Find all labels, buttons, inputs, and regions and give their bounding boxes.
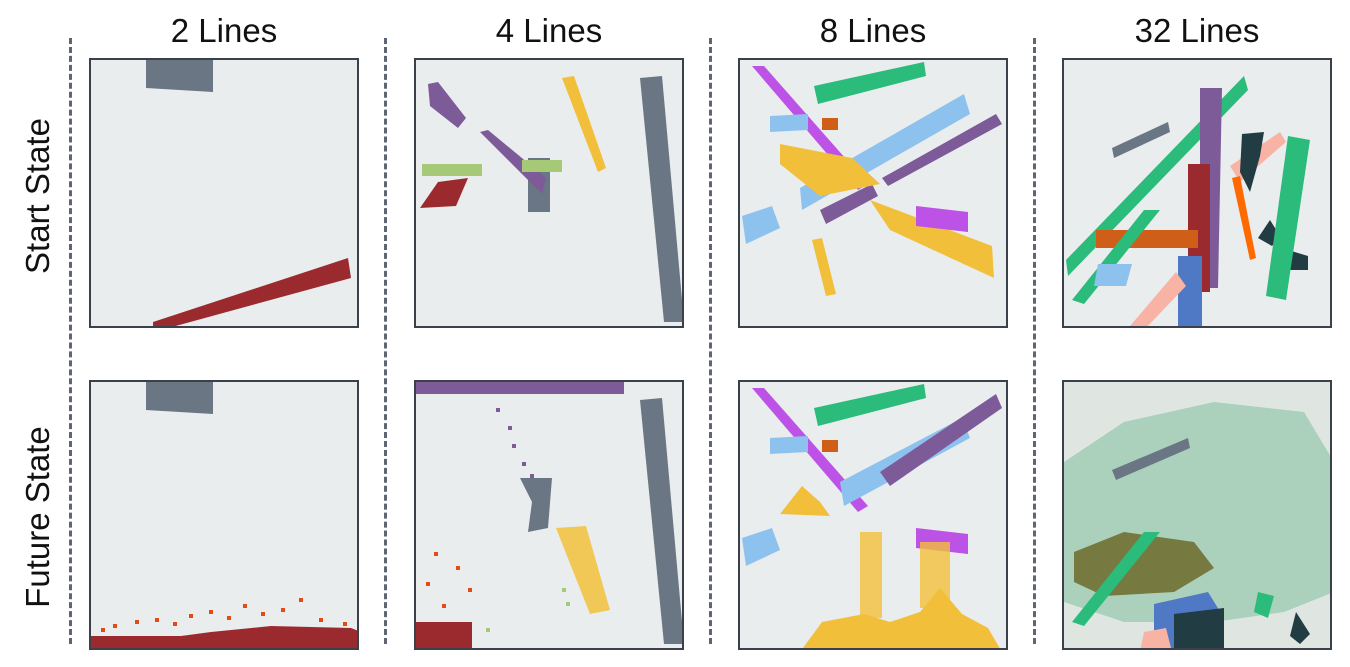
panel-8-lines-future — [738, 380, 1008, 650]
orange-block — [822, 440, 838, 452]
red-shape — [420, 178, 468, 208]
purple-particles — [496, 408, 534, 478]
light-blue-left — [742, 206, 780, 244]
row-label-future-state: Future State — [19, 426, 56, 608]
orange-thin-line — [1232, 176, 1256, 260]
yellow-mound-left — [780, 486, 830, 516]
panel-32-lines-future — [1062, 380, 1332, 650]
salmon-settled — [1140, 628, 1171, 648]
separator-4 — [1033, 38, 1036, 644]
green-line-left — [422, 164, 482, 176]
panel-4-lines-start — [414, 58, 684, 328]
green-line-right — [522, 160, 562, 172]
orange-bar — [1096, 230, 1198, 248]
gray-line-right — [640, 398, 682, 644]
green-block-right — [1254, 592, 1274, 618]
dark-teal-shape-1 — [1240, 132, 1264, 192]
yellow-column-1 — [860, 532, 882, 618]
panel-8-lines-start — [738, 58, 1008, 328]
light-blue-line-top — [770, 436, 808, 454]
separator-2 — [384, 38, 387, 644]
gray-line — [1112, 122, 1170, 158]
yellow-line-long — [870, 200, 994, 278]
panel-32-lines-start — [1062, 58, 1332, 328]
yellow-line-main — [780, 144, 880, 196]
purple-line-small — [428, 82, 466, 128]
row-label-start-state: Start State — [19, 118, 56, 274]
panel-2-lines-future — [89, 380, 359, 650]
light-blue-line-top — [770, 114, 808, 132]
light-blue-block — [1094, 264, 1132, 286]
separator-1 — [69, 38, 72, 644]
green-line-low — [1072, 210, 1160, 304]
gray-shape-mid — [520, 478, 552, 532]
purple-line-mid — [820, 184, 878, 224]
dark-teal-settled — [1174, 608, 1224, 648]
column-title-32-lines: 32 Lines — [1134, 12, 1260, 49]
column-title-8-lines: 8 Lines — [819, 12, 927, 49]
separator-3 — [709, 38, 712, 644]
dark-teal-shape — [1290, 612, 1310, 644]
purple-line-long — [480, 130, 546, 194]
yellow-checker — [556, 526, 610, 614]
green-particles — [486, 588, 570, 632]
salmon-line-low — [1130, 272, 1186, 326]
magenta-line — [752, 388, 868, 512]
orange-block — [822, 118, 838, 130]
column-title-2-lines: 2 Lines — [170, 12, 278, 49]
gray-block — [146, 60, 213, 92]
red-settled — [416, 622, 472, 648]
green-line — [814, 62, 926, 104]
gray-block — [146, 382, 213, 414]
gray-line-right — [640, 76, 682, 322]
green-line — [814, 384, 926, 426]
yellow-line — [562, 76, 606, 172]
yellow-settled-bottom — [802, 588, 1000, 648]
purple-line — [880, 394, 1002, 486]
green-line-low — [1072, 532, 1160, 626]
panel-2-lines-start — [89, 58, 359, 328]
purple-line — [882, 114, 1002, 186]
yellow-small-line — [812, 238, 836, 296]
column-title-4-lines: 4 Lines — [495, 12, 603, 49]
orange-particles — [101, 598, 347, 632]
purple-settled-top — [416, 382, 624, 394]
red-line — [153, 258, 351, 326]
gray-line — [1112, 438, 1190, 480]
panel-4-lines-future — [414, 380, 684, 650]
red-settled-layer — [91, 626, 357, 648]
light-blue-left — [742, 528, 780, 566]
yellow-column-2 — [920, 542, 950, 608]
orange-particles — [426, 552, 472, 608]
blue-bar — [1178, 256, 1202, 326]
green-bar-right — [1266, 136, 1310, 300]
magenta-block — [916, 206, 968, 232]
